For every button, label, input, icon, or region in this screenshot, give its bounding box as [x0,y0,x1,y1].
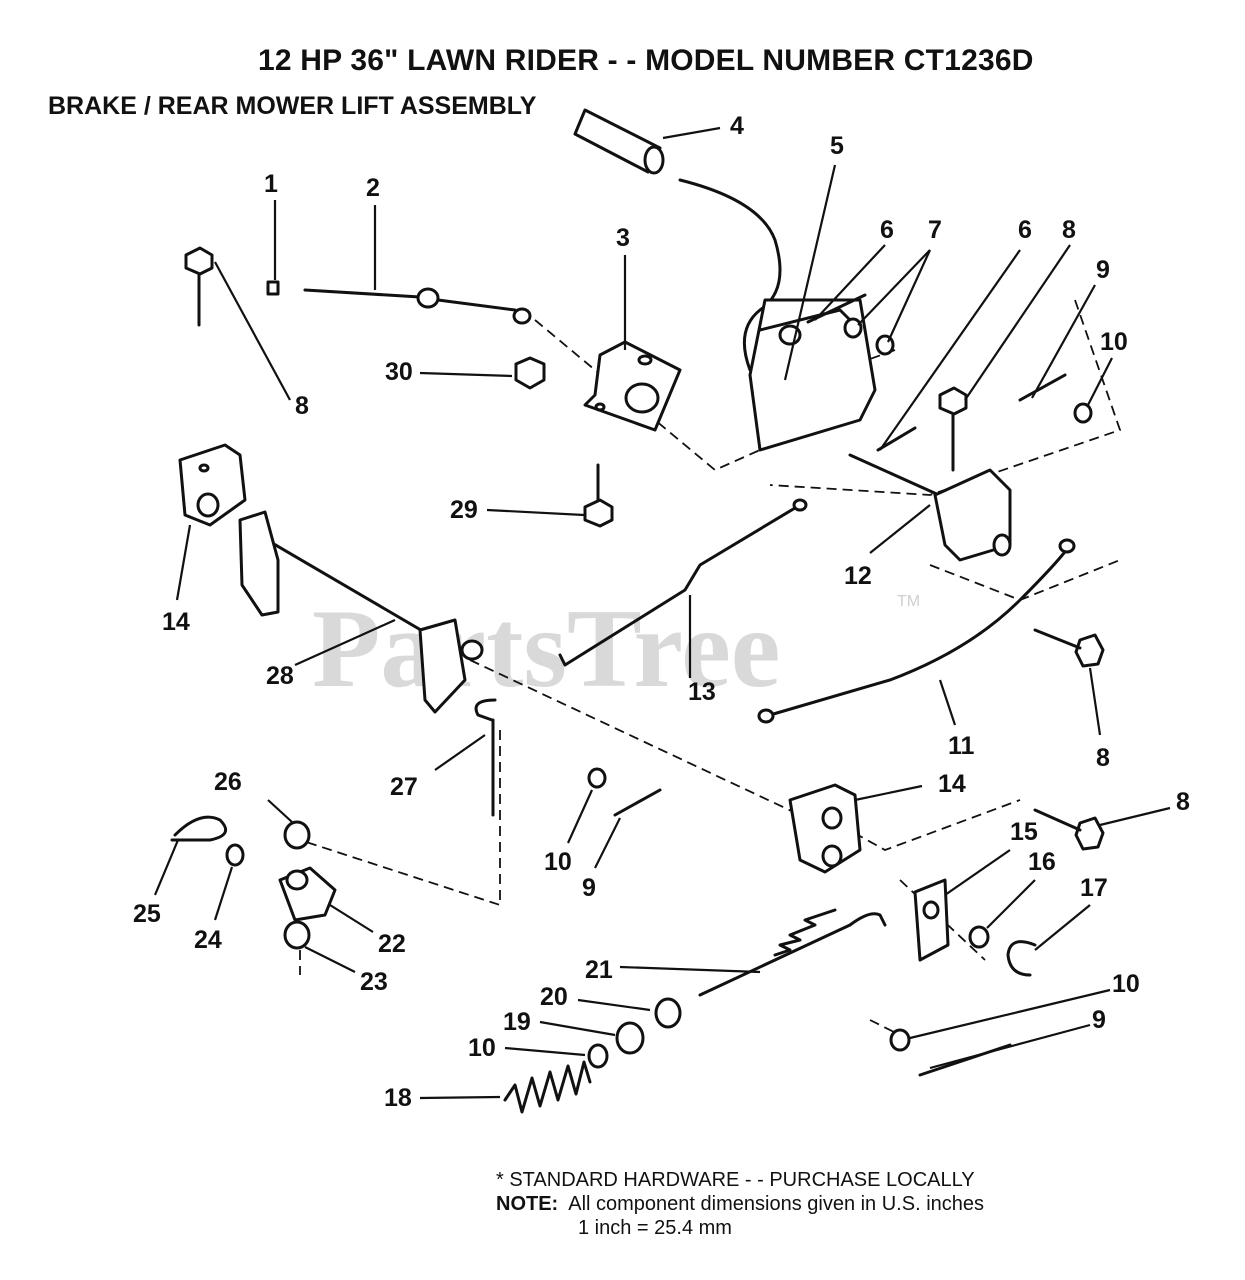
part-12-lift-shaft [848,453,1012,562]
part-8-bolts [184,246,1105,851]
callout-12: 12 [844,562,872,590]
callout-leaders [153,126,1171,1100]
part-23-nut [283,920,311,950]
callout-23: 23 [360,968,388,996]
note-label: NOTE: [496,1193,559,1215]
callout-15: 15 [1010,818,1038,846]
callout-18: 18 [384,1084,412,1112]
callout-13: 13 [688,678,716,706]
callout-30: 30 [385,358,413,386]
callout-3: 3 [616,224,630,252]
callout-8-left: 8 [295,392,309,420]
part-10-washers [587,402,1093,1069]
callout-10-bottom: 10 [468,1034,496,1062]
callout-9-middle: 9 [582,874,596,902]
callout-8-lower-right: 8 [1176,788,1190,816]
part-14-brackets [178,443,862,874]
part-2-brake-rod [303,287,532,325]
callout-5: 5 [830,132,844,160]
callout-10-middle: 10 [544,848,572,876]
part-28-cross-shaft [238,510,484,714]
watermark-text: PartsTree [312,587,781,711]
callout-24: 24 [194,926,222,954]
part-21-threaded-rod [698,908,887,997]
watermark-tm: TM [897,593,920,610]
callout-9-top: 9 [1096,256,1110,284]
callout-9-lower-right: 9 [1092,1006,1106,1034]
diagram-title: 12 HP 36" LAWN RIDER - - MODEL NUMBER CT… [258,44,1034,77]
callout-11: 11 [948,732,975,760]
callout-21: 21 [585,956,613,984]
callout-22: 22 [378,930,406,958]
callout-6-upper-right: 6 [1018,216,1032,244]
part-29-bolt [583,463,614,528]
callout-26: 26 [214,768,242,796]
callout-8-right: 8 [1096,744,1110,772]
part-30-nut [514,356,546,390]
part-17-e-clip [1006,940,1037,977]
callout-19: 19 [503,1008,531,1036]
part-4-grip [573,108,665,175]
callout-8-top-right: 8 [1062,216,1076,244]
callout-1: 1 [264,170,278,198]
callout-17: 17 [1080,874,1108,902]
part-27-eye-bolt [474,698,497,817]
standard-hardware-note: * STANDARD HARDWARE - - PURCHASE LOCALLY [496,1169,975,1191]
callout-25: 25 [133,900,161,928]
assembly-subtitle: BRAKE / REAR MOWER LIFT ASSEMBLY [48,92,537,120]
part-26-nut [283,820,311,850]
callout-2: 2 [366,174,380,202]
callout-10-top: 10 [1100,328,1128,356]
part-25-hair-pin [170,815,228,842]
part-16-washer [968,925,990,949]
callout-28: 28 [266,662,294,690]
callout-10-lower-right: 10 [1112,970,1140,998]
callout-16: 16 [1028,848,1056,876]
callout-numbers: 1 2 3 4 5 6 7 6 8 9 10 30 8 29 12 14 28 … [133,112,1190,1112]
part-5-lift-handle [678,178,877,452]
part-13-link-rod [558,498,808,667]
part-1-pin [266,280,280,296]
callout-6-upper-left: 6 [880,216,894,244]
callout-27: 27 [390,773,418,801]
callout-20: 20 [540,983,568,1011]
callout-4: 4 [730,112,744,140]
part-11-lift-link [757,538,1076,724]
part-18-spring [503,1060,592,1114]
part-15-plate [913,878,950,962]
part-7-washers [843,317,895,356]
part-22-swivel [278,866,337,922]
callout-7: 7 [928,216,942,244]
part-24-washer [225,843,245,867]
part-20-nut [654,997,682,1029]
callout-29: 29 [450,496,478,524]
callout-14-right: 14 [938,770,966,798]
dimensions-note: NOTE: All component dimensions given in … [496,1192,984,1216]
part-19-nut [615,1021,645,1055]
unit-conversion: 1 inch = 25.4 mm [578,1217,732,1239]
part-3-bracket [583,340,682,432]
note-text: All component dimensions given in U.S. i… [568,1193,985,1215]
footnote-block: * STANDARD HARDWARE - - PURCHASE LOCALLY… [496,1168,984,1240]
callout-14-left: 14 [162,608,190,636]
